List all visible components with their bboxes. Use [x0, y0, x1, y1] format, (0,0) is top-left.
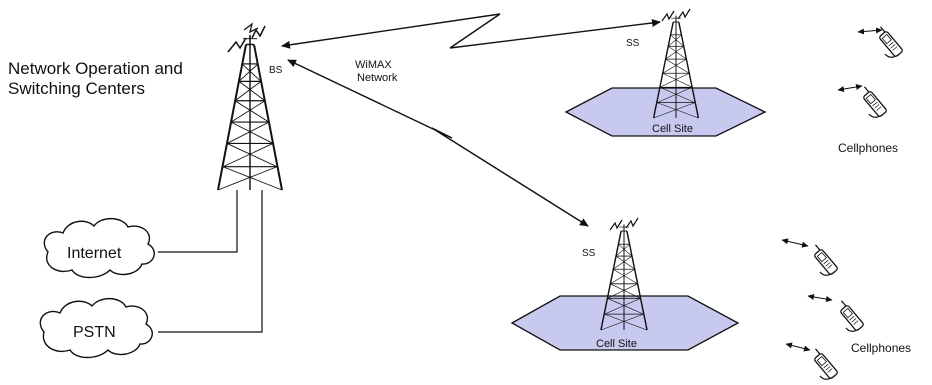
cell-site-bottom-area [510, 295, 740, 351]
cell-site-top-label: Cell Site [652, 123, 693, 135]
base-station-tower-icon [217, 33, 283, 192]
pstn-label: PSTN [73, 324, 116, 341]
wimax-link-top [281, 13, 661, 49]
cell-site-top-area [564, 87, 767, 137]
ss-top-tower-icon [652, 14, 700, 119]
wimax-label-line1: WiMAX [355, 59, 392, 71]
internet-cloud-icon [43, 217, 155, 279]
cell-site-bottom-label: Cell Site [596, 338, 637, 350]
pstn-connection-line [158, 190, 263, 333]
bs-label: BS [269, 65, 283, 76]
pstn-cloud-icon [39, 297, 153, 359]
bs-lightning-bolt-icon [227, 22, 266, 53]
noc-label-line2: Switching Centers [8, 79, 145, 98]
internet-connection-line [158, 190, 238, 253]
internet-label: Internet [67, 245, 122, 262]
wimax-label-line2: Network [357, 72, 398, 84]
cellphone-icon [857, 24, 904, 58]
cellphones-bottom-label: Cellphones [851, 341, 911, 355]
wimax-link-bottom [287, 59, 589, 227]
noc-label-line1: Network Operation and [8, 59, 183, 78]
cellphone-icon [837, 84, 888, 118]
ss-top-label: SS [626, 38, 640, 49]
ss-bottom-tower-icon [600, 223, 648, 331]
cellphone-icon [807, 294, 865, 332]
cellphone-icon [785, 342, 839, 380]
cellphone-icon [781, 238, 839, 276]
ss-bottom-label: SS [582, 248, 596, 259]
cellphones-top-label: Cellphones [838, 141, 898, 155]
